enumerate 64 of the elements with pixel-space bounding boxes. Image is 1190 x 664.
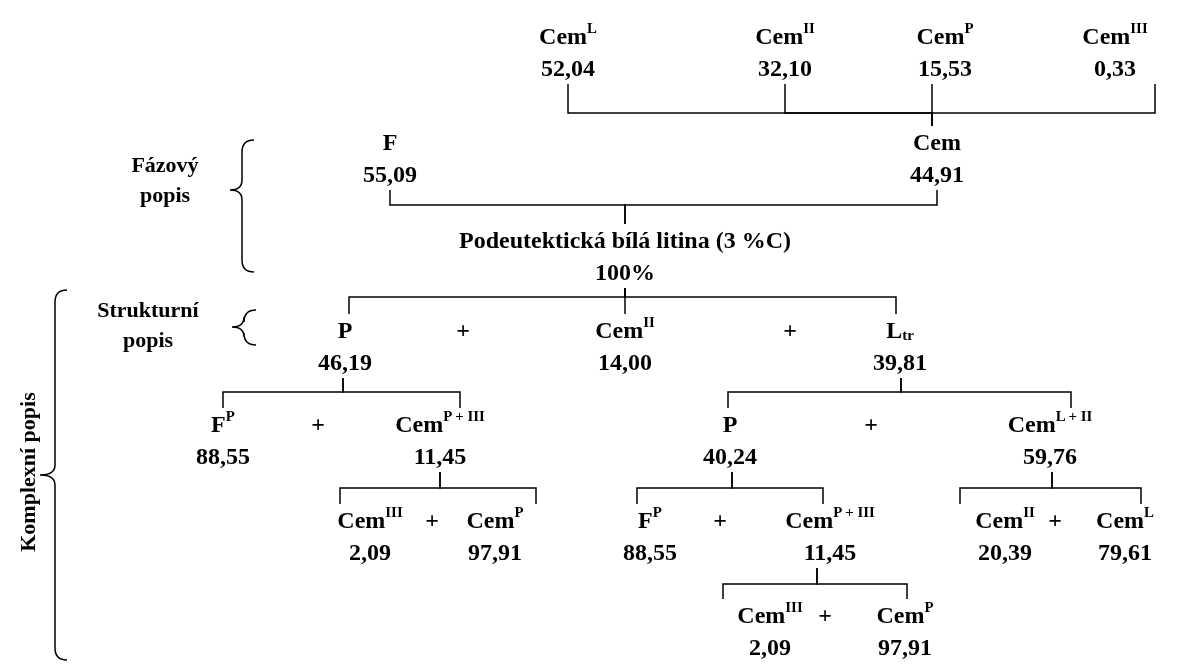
tree-connector	[731, 471, 824, 505]
description-label: Komplexní popis	[14, 392, 41, 552]
fraction-value: 0,33	[1094, 54, 1136, 83]
fraction-value: 44,91	[910, 160, 964, 189]
fraction-value: 40,24	[703, 442, 757, 471]
phase-name: F$^{P}$	[211, 408, 235, 439]
fraction-value: 52,04	[541, 54, 595, 83]
fraction-value: 100%	[595, 258, 655, 287]
phase-name: Cem$^{II}$	[975, 504, 1035, 535]
fraction-value: 2,09	[349, 538, 391, 567]
phase-name: Cem$^{II}$	[595, 314, 655, 345]
phase-name: Cem$^{L + II}$	[1007, 408, 1093, 439]
fraction-value: 55,09	[363, 160, 417, 189]
fraction-value: 32,10	[758, 54, 812, 83]
description-label: Fázový popis	[130, 151, 200, 209]
plus-sign: +	[818, 601, 832, 630]
plus-sign: +	[311, 410, 325, 439]
tree-connector	[624, 189, 938, 225]
phase-name: P	[722, 410, 738, 439]
phase-name: F	[382, 128, 398, 157]
phase-name: Cem$^{III}$	[337, 504, 403, 535]
phase-name: Cem$^{III}$	[1082, 20, 1148, 51]
fraction-value: 11,45	[413, 442, 467, 471]
fraction-value: 20,39	[978, 538, 1032, 567]
phase-name: Podeutektická bílá litina (3 %C)	[459, 226, 791, 255]
fraction-value: 97,91	[878, 633, 932, 662]
fraction-value: 2,09	[749, 633, 791, 662]
phase-name: F$^{P}$	[638, 504, 662, 535]
phase-name: Cem	[913, 128, 961, 157]
phase-name: Cem$^{P + III}$	[395, 408, 485, 439]
fraction-value: 88,55	[623, 538, 677, 567]
tree-connector	[1051, 471, 1142, 505]
plus-sign: +	[783, 316, 797, 345]
tree-connector	[816, 567, 908, 600]
phase-name: P	[337, 316, 353, 345]
fraction-value: 39,81	[873, 348, 927, 377]
plus-sign: +	[425, 506, 439, 535]
tree-connector	[342, 377, 461, 409]
plus-sign: +	[713, 506, 727, 535]
description-label: Strukturní popis	[96, 296, 200, 354]
phase-name: Cem$^{L}$	[1096, 504, 1154, 535]
fraction-value: 88,55	[196, 442, 250, 471]
phase-name: Cem$^{P}$	[916, 20, 974, 51]
tree-connector	[439, 471, 537, 505]
fraction-value: 46,19	[318, 348, 372, 377]
phase-name: Cem$^{P}$	[466, 504, 524, 535]
plus-sign: +	[1048, 506, 1062, 535]
fraction-value: 15,53	[918, 54, 972, 83]
tree-connector	[900, 377, 1072, 409]
phase-name: Cem$^{P}$	[876, 599, 934, 630]
plus-sign: +	[456, 316, 470, 345]
tree-connector	[624, 287, 897, 315]
phase-name: Cem$^{III}$	[737, 599, 803, 630]
phase-name: Cem$^{P + III}$	[785, 504, 875, 535]
tree-connector	[931, 83, 1156, 127]
fraction-value: 59,76	[1023, 442, 1077, 471]
fraction-value: 14,00	[598, 348, 652, 377]
phase-name: L$_{tr}$	[886, 316, 914, 346]
fraction-value: 11,45	[803, 538, 857, 567]
fraction-value: 97,91	[468, 538, 522, 567]
phase-name: Cem$^{II}$	[755, 20, 815, 51]
phase-name: Cem$^{L}$	[539, 20, 597, 51]
plus-sign: +	[864, 410, 878, 439]
fraction-value: 79,61	[1098, 538, 1152, 567]
